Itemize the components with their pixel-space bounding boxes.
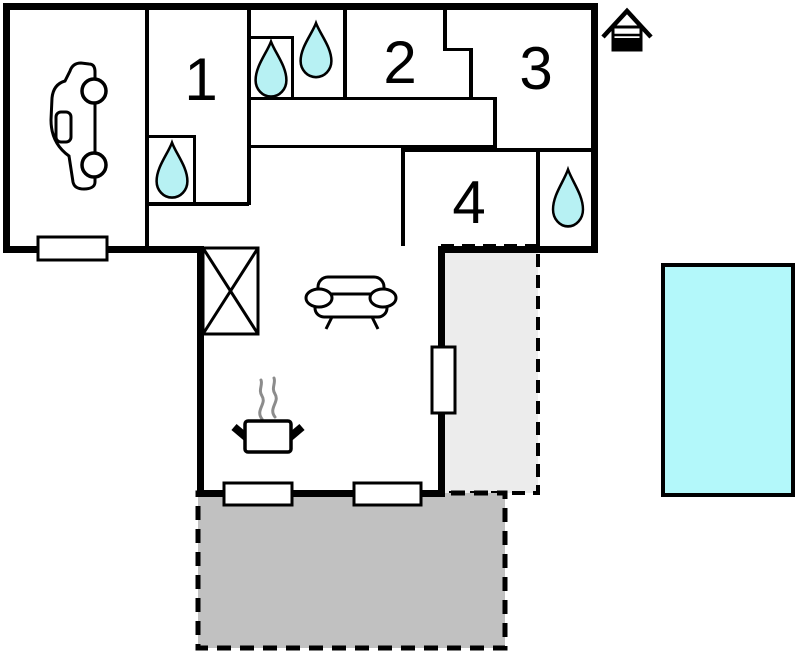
wall [3, 3, 10, 253]
wall [401, 148, 405, 246]
wall [249, 145, 496, 148]
steam-icon [271, 376, 278, 419]
wall [401, 148, 594, 152]
wall [443, 8, 447, 51]
wall [197, 246, 204, 497]
wall [343, 8, 347, 100]
wall [3, 3, 598, 10]
water-drop-icon [254, 40, 288, 98]
wall [536, 148, 540, 246]
windows [36, 235, 457, 507]
window-marker [222, 481, 294, 507]
wall [249, 36, 293, 39]
wardrobe-cross-icon [201, 246, 260, 336]
car-icon [49, 61, 108, 191]
wall [591, 3, 598, 253]
cooking-pot-icon [231, 376, 305, 454]
room-3-label: 3 [519, 35, 552, 102]
room-2-label: 2 [383, 29, 416, 96]
window-marker [36, 235, 109, 262]
water-drop-icon [551, 168, 585, 228]
wall [493, 97, 497, 148]
room-1-label: 1 [184, 46, 217, 113]
wall [247, 8, 251, 205]
window-marker [430, 345, 457, 415]
wall [469, 48, 473, 100]
interior-walls [145, 8, 594, 249]
wall [291, 36, 294, 100]
entrance-house-icon [601, 7, 653, 52]
wall [443, 48, 473, 51]
terrace-dark [195, 490, 508, 651]
wall [438, 246, 598, 253]
room-4-label: 4 [452, 169, 485, 236]
steam-icon [258, 378, 265, 421]
terrace-light [439, 244, 540, 495]
wall [193, 135, 196, 205]
wall [147, 202, 249, 206]
pool [661, 263, 795, 497]
window-marker [352, 481, 423, 507]
wall [249, 97, 496, 100]
water-drop-icon [155, 141, 189, 199]
water-drop-icon [299, 21, 333, 79]
wall [145, 8, 149, 249]
sofa-icon [304, 275, 398, 330]
wall [147, 135, 196, 138]
wall [197, 490, 445, 497]
